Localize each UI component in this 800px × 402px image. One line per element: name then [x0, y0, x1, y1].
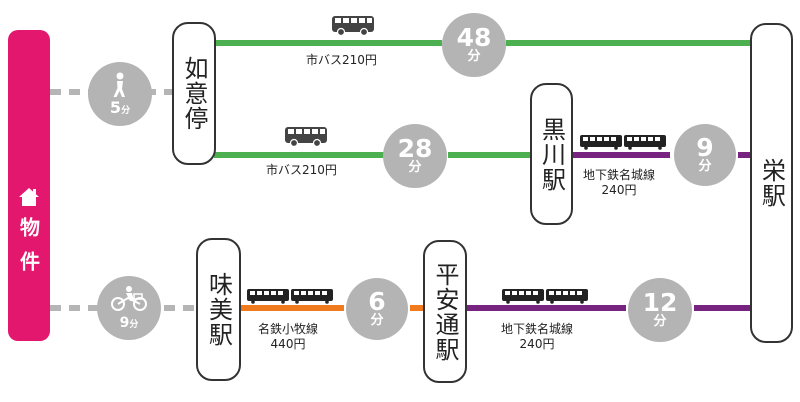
- walk-time-badge: 5分: [88, 62, 152, 126]
- subway-kurokawa-line-name: 地下鉄名城線: [583, 168, 656, 182]
- bus-direct-time-badge: 48 分: [442, 13, 506, 77]
- walking-person-icon: [113, 72, 125, 97]
- station-sakae-label: 栄駅: [757, 158, 786, 208]
- house-icon: [19, 187, 39, 206]
- bus-direct-line: [214, 40, 442, 46]
- station-nyoi: 如意停: [172, 22, 216, 165]
- bus-direct-unit: 分: [467, 49, 481, 65]
- subway-heian-unit: 分: [653, 314, 667, 330]
- meitetsu-time-badge: 6 分: [346, 278, 408, 340]
- meitetsu-fare: 440円: [270, 337, 306, 351]
- bus-direct-minutes: 48: [456, 23, 492, 53]
- subway-heian-label: 地下鉄名城線 240円: [501, 322, 573, 352]
- bike-unit: 分: [129, 319, 139, 330]
- subway-kurokawa-time-badge: 9 分: [674, 124, 736, 186]
- subway-heian-line-name: 地下鉄名城線: [501, 322, 574, 336]
- property-marker: 物件: [8, 30, 50, 341]
- bus-kurokawa-line: [214, 152, 384, 158]
- subway-heian-line: [466, 305, 626, 311]
- bike-time-badge: 9分: [97, 276, 161, 340]
- station-heiandori-label: 平安通駅: [431, 261, 459, 362]
- bus-kurokawa-line-end: [448, 152, 532, 158]
- bus-kurokawa-unit: 分: [408, 160, 422, 176]
- station-kurokawa: 黒川駅: [530, 83, 573, 225]
- walk-minutes: 5: [109, 97, 122, 117]
- bus-direct-label: 市バス210円: [306, 53, 377, 67]
- bus-icon: [332, 16, 374, 37]
- station-kurokawa-label: 黒川駅: [537, 116, 566, 192]
- bus-kurokawa-minutes: 28: [397, 134, 433, 164]
- meitetsu-unit: 分: [370, 313, 384, 329]
- bike-minutes: 9: [119, 314, 130, 331]
- bus-kurokawa-time-badge: 28 分: [383, 124, 447, 188]
- meitetsu-label: 名鉄小牧線 440円: [258, 322, 318, 352]
- train-icon: [580, 135, 666, 150]
- property-label: 物件: [16, 216, 41, 285]
- station-sakae: 栄駅: [750, 23, 793, 343]
- meitetsu-line-name: 名鉄小牧線: [258, 322, 319, 336]
- bicycle-icon: [111, 285, 147, 311]
- station-heiandori: 平安通駅: [423, 240, 467, 383]
- bus-kurokawa-label: 市バス210円: [266, 163, 337, 177]
- station-ajima: 味美駅: [196, 238, 241, 381]
- station-nyoi-label: 如意停: [180, 56, 208, 131]
- subway-kurokawa-label: 地下鉄名城線 240円: [583, 168, 655, 198]
- subway-heian-line-end: [694, 305, 752, 311]
- subway-kurokawa-line-end: [738, 152, 752, 158]
- subway-heian-fare: 240円: [519, 337, 555, 351]
- train-icon: [247, 289, 333, 304]
- meitetsu-line-end: [410, 305, 424, 311]
- station-ajima-label: 味美駅: [204, 272, 233, 347]
- train-icon: [502, 289, 588, 304]
- subway-heian-minutes: 12: [642, 288, 678, 318]
- walk-unit: 分: [121, 105, 131, 116]
- subway-kurokawa-unit: 分: [698, 159, 712, 175]
- subway-kurokawa-fare: 240円: [601, 183, 637, 197]
- bus-icon: [285, 127, 327, 148]
- subway-kurokawa-line: [572, 152, 670, 158]
- bus-direct-line-end: [506, 40, 752, 46]
- meitetsu-minutes: 6: [368, 287, 386, 317]
- subway-kurokawa-minutes: 9: [696, 133, 714, 163]
- meitetsu-line: [240, 305, 344, 311]
- subway-heian-time-badge: 12 分: [628, 278, 692, 342]
